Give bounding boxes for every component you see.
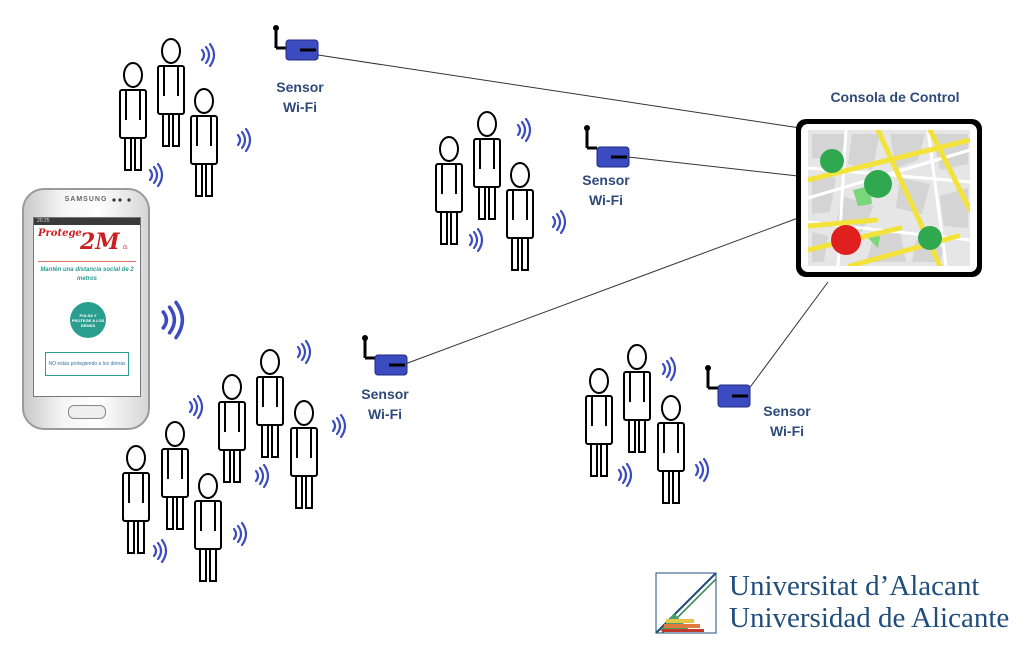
app-logo-part2: 2M (80, 229, 120, 255)
sensor-1-label-line2: Wi-Fi (282, 99, 318, 115)
app-logo: Protege 2M ts (34, 225, 140, 261)
wifi-wave-icon (468, 227, 484, 253)
wifi-wave-icon (254, 463, 270, 489)
wifi-wave-icon (152, 538, 168, 564)
wifi-wave-icon (232, 521, 248, 547)
sensor-3-label-line2: Wi-Fi (367, 406, 403, 422)
link-sensor-1-console (317, 54, 801, 129)
phone-status-bar: 20:25 (34, 218, 140, 225)
person-icon (122, 445, 150, 554)
university-name-spanish: Universidad de Alicante (729, 602, 1010, 634)
sensor-3-icon (362, 335, 408, 376)
map-marker-green-1 (820, 149, 844, 173)
wifi-wave-icon (694, 457, 710, 483)
wifi-wave-icon (617, 462, 633, 488)
control-console-map (796, 119, 982, 277)
console-label: Consola de Control (830, 89, 960, 105)
sensor-1-icon (273, 25, 319, 61)
sensor-2-label-line1: Sensor (582, 172, 630, 188)
person-icon (290, 400, 318, 509)
protection-status-notice: NO estás protegiendo a los demás (45, 352, 129, 376)
sensor-2-label: Sensor Wi-Fi (579, 170, 633, 210)
app-motto: Mantén una distancia social de 2 metros (38, 261, 136, 284)
sensor-3-label: Sensor Wi-Fi (358, 384, 412, 424)
link-sensor-2-console (627, 156, 799, 177)
sensor-4-label-line1: Sensor (763, 403, 811, 419)
map-marker-green-2 (864, 170, 892, 198)
phone-screen: 20:25 Protege 2M ts Mantén una distancia… (33, 217, 141, 397)
wifi-wave-icon (516, 117, 532, 143)
person-icon (218, 374, 246, 483)
sensor-2-label-line2: Wi-Fi (588, 192, 624, 208)
person-icon (657, 395, 685, 504)
wifi-wave-icon (148, 162, 164, 188)
wifi-wave-icon (236, 127, 252, 153)
people-layer (119, 38, 685, 582)
person-icon (585, 368, 613, 477)
person-icon (157, 38, 185, 147)
link-sensor-4-console (747, 281, 829, 391)
wifi-wave-icon (551, 209, 567, 235)
sensor-4-icon (705, 365, 751, 408)
sensor-4-label: Sensor Wi-Fi (760, 401, 814, 441)
university-wordmark: Universitat d’Alacant Universidad de Ali… (654, 570, 1019, 636)
person-icon (473, 111, 501, 220)
app-logo-part3: ts (123, 245, 128, 251)
university-name-valencian: Universitat d’Alacant (729, 570, 980, 602)
sensor-2-icon (584, 125, 630, 168)
wifi-wave-icon (296, 339, 312, 365)
person-icon (190, 88, 218, 197)
map-marker-green-3 (918, 226, 942, 250)
sensor-4-label-line2: Wi-Fi (769, 423, 805, 439)
map-marker-red (831, 225, 861, 255)
smartphone: SAMSUNG 20:25 Protege 2M ts Mantén una d… (22, 188, 150, 430)
protect-button[interactable]: PULSA Y PROTEGE A LOS DEMÁS (70, 302, 106, 338)
wifi-wave-icon (331, 413, 347, 439)
phone-home-button[interactable] (68, 405, 106, 419)
person-icon (435, 136, 463, 245)
person-icon (256, 349, 284, 458)
link-sensor-3-console (404, 217, 799, 365)
wifi-wave-icon (200, 42, 216, 68)
person-icon (194, 473, 222, 582)
person-icon (506, 162, 534, 271)
person-icon (161, 421, 189, 530)
wifi-wave-icon (188, 394, 204, 420)
person-icon (623, 344, 651, 453)
sensor-1-label-line1: Sensor (276, 79, 324, 95)
sensor-3-label-line1: Sensor (361, 386, 409, 402)
wifi-waves-layer (148, 42, 710, 564)
university-logo-icon (655, 572, 717, 634)
wifi-wave-icon (161, 300, 185, 340)
app-logo-part1: Protege (38, 228, 82, 239)
sensor-1-label: Sensor Wi-Fi (273, 77, 327, 117)
phone-sensors-icon (112, 198, 131, 202)
wifi-wave-icon (661, 356, 677, 382)
phone-status-time: 20:25 (37, 218, 50, 224)
connection-lines (317, 54, 829, 391)
person-icon (119, 62, 147, 171)
phone-brand: SAMSUNG (64, 196, 108, 203)
